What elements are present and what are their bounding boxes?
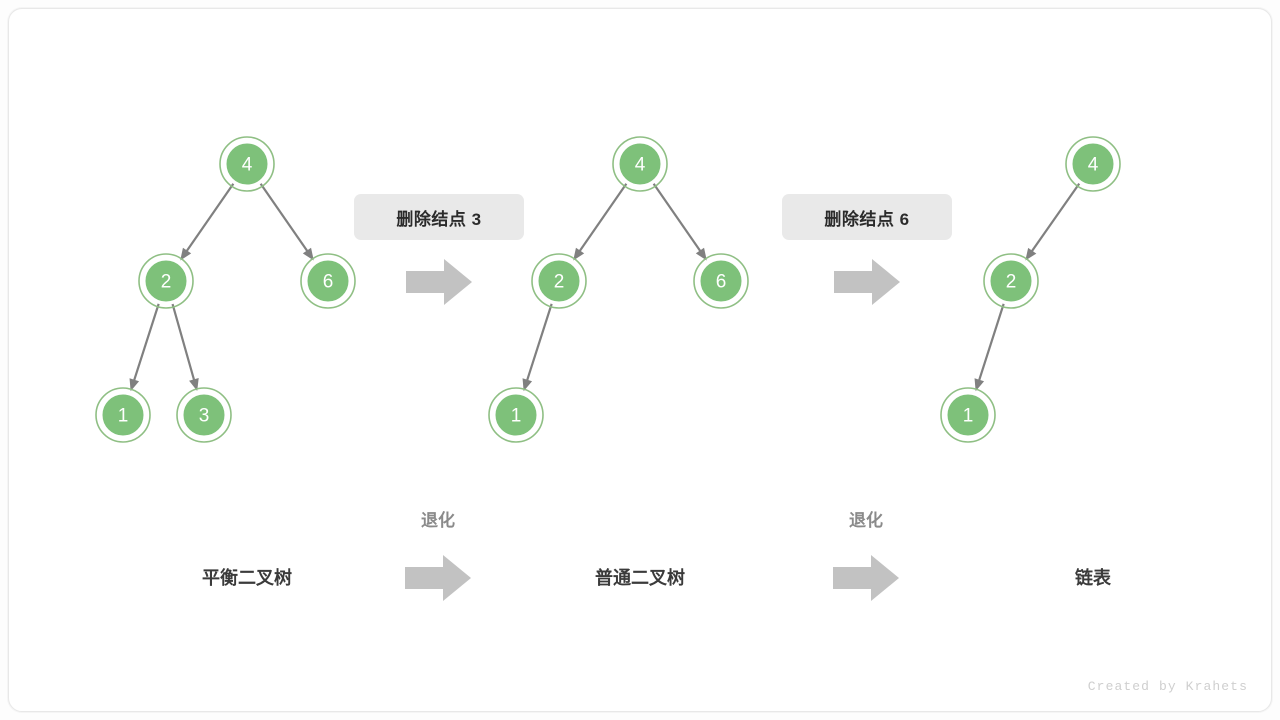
node-label-6: 6	[323, 272, 334, 293]
node-label-6: 6	[716, 272, 727, 293]
caption-linked-list: 链表	[1075, 568, 1111, 588]
tree-node-stage-1-3[interactable]: 3	[176, 387, 232, 443]
tree-edge-stage-1-4-6	[259, 183, 314, 261]
block-arrow-transition-2-top	[834, 257, 900, 307]
node-disc-4	[224, 141, 270, 187]
node-disc-6	[305, 258, 351, 304]
tree-edge-stage-1-2-1	[129, 303, 160, 392]
tree-node-stage-1-4[interactable]: 4	[219, 136, 275, 192]
node-ring-4	[612, 136, 668, 192]
node-ring-4	[219, 136, 275, 192]
node-disc-4	[617, 141, 663, 187]
figure-card	[8, 8, 1272, 712]
node-label-3: 3	[199, 406, 210, 427]
node-label-2: 2	[554, 272, 565, 293]
credit-text: Created by Krahets	[1087, 679, 1248, 694]
tree-edge-stage-2-4-6	[652, 183, 707, 261]
tree-edge-stage-3-4-2	[1025, 183, 1081, 261]
tree-edge-stage-2-4-2	[573, 183, 628, 261]
chip-delete-node-6: 删除结点 6	[782, 194, 952, 240]
node-ring-6	[693, 253, 749, 309]
tree-node-stage-1-1[interactable]: 1	[95, 387, 151, 443]
edges-layer	[129, 183, 1081, 392]
node-disc-1	[945, 392, 991, 438]
node-label-1: 1	[118, 406, 129, 427]
block-arrow-transition-2-bottom	[833, 553, 899, 603]
node-ring-2	[138, 253, 194, 309]
node-ring-6	[300, 253, 356, 309]
node-label-4: 4	[635, 155, 646, 176]
node-ring-1	[940, 387, 996, 443]
node-ring-3	[176, 387, 232, 443]
tree-edge-stage-1-4-2	[180, 183, 235, 261]
tree-edge-stage-3-2-1	[974, 303, 1005, 392]
tree-edge-stage-2-2-1	[522, 303, 553, 392]
block-arrow-transition-1-top	[406, 257, 472, 307]
node-ring-1	[95, 387, 151, 443]
node-label-2: 2	[161, 272, 172, 293]
chip-delete-node-3: 删除结点 3	[354, 194, 524, 240]
node-ring-4	[1065, 136, 1121, 192]
node-disc-2	[988, 258, 1034, 304]
tree-node-stage-2-6[interactable]: 6	[693, 253, 749, 309]
block-arrow-transition-1-bottom	[405, 553, 471, 603]
tree-node-stage-2-2[interactable]: 2	[531, 253, 587, 309]
tree-node-stage-3-1[interactable]: 1	[940, 387, 996, 443]
node-label-4: 4	[1088, 155, 1099, 176]
node-disc-3	[181, 392, 227, 438]
tree-node-stage-1-2[interactable]: 2	[138, 253, 194, 309]
node-label-1: 1	[963, 406, 974, 427]
tree-node-stage-3-4[interactable]: 4	[1065, 136, 1121, 192]
tree-node-stage-1-6[interactable]: 6	[300, 253, 356, 309]
nodes-layer: 4 2 6 1 3 4 2 6 1 4 2 1	[95, 136, 1121, 443]
node-disc-1	[100, 392, 146, 438]
caption-balanced-bst: 平衡二叉树	[202, 568, 292, 588]
tree-edge-stage-1-2-3	[171, 303, 199, 391]
node-ring-2	[983, 253, 1039, 309]
node-disc-2	[143, 258, 189, 304]
node-label-1: 1	[511, 406, 522, 427]
node-label-4: 4	[242, 155, 253, 176]
tree-node-stage-3-2[interactable]: 2	[983, 253, 1039, 309]
node-ring-1	[488, 387, 544, 443]
caption-ordinary-bst: 普通二叉树	[595, 568, 685, 588]
node-label-2: 2	[1006, 272, 1017, 293]
node-ring-2	[531, 253, 587, 309]
node-disc-4	[1070, 141, 1116, 187]
node-disc-1	[493, 392, 539, 438]
node-disc-6	[698, 258, 744, 304]
tree-node-stage-2-1[interactable]: 1	[488, 387, 544, 443]
tree-node-stage-2-4[interactable]: 4	[612, 136, 668, 192]
degrade-label-1: 退化	[421, 511, 455, 530]
node-disc-2	[536, 258, 582, 304]
degrade-label-2: 退化	[849, 511, 883, 530]
